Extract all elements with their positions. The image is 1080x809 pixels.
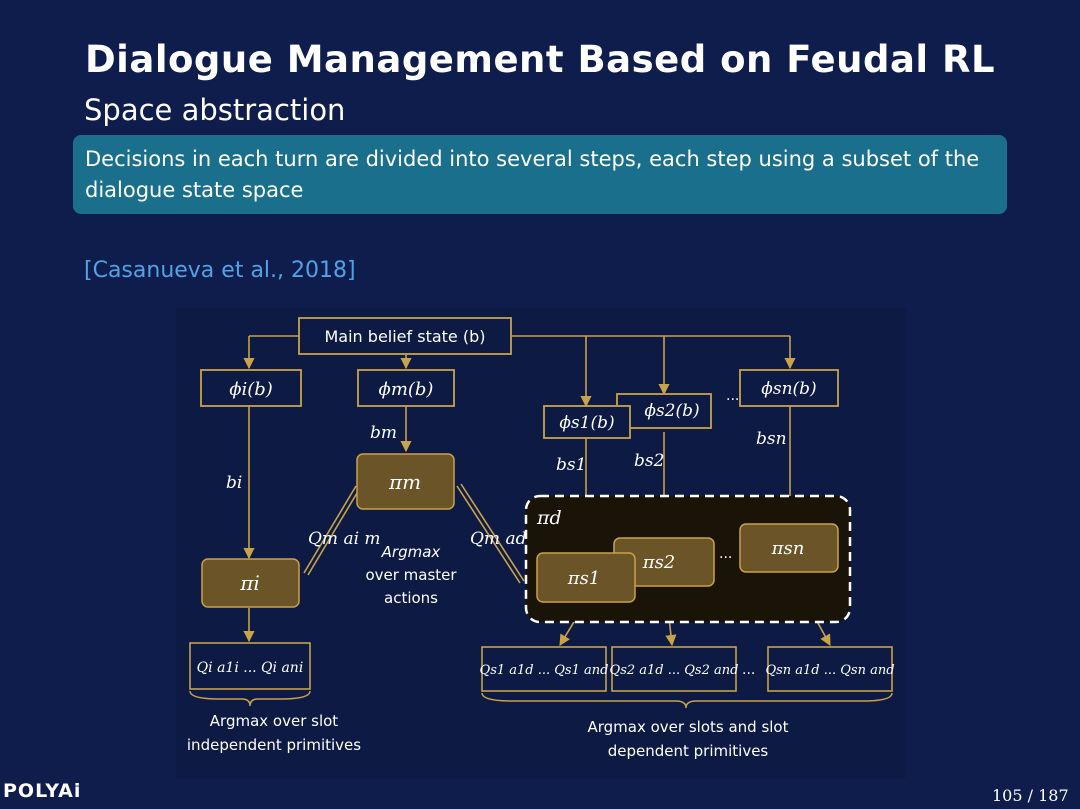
q-sn-label: Qsn a1d ... Qsn and — [765, 663, 894, 678]
main-belief-state: Main belief state (b) — [325, 327, 486, 346]
q-ellipsis: ... — [742, 662, 755, 678]
caption-left-line1: Argmax over slot — [210, 712, 339, 730]
pi-ellipsis: ... — [719, 546, 732, 562]
b-m-label: bm — [370, 423, 397, 443]
argmax-master-line1: Argmax — [381, 543, 441, 561]
b-s1-label: bs1 — [556, 455, 586, 475]
pi-d-label: πd — [536, 507, 562, 529]
slide-subtitle: Space abstraction — [84, 93, 346, 127]
q-s2-label: Qs2 a1d ... Qs2 and — [610, 663, 739, 678]
citation-link[interactable]: [Casanueva et al., 2018] — [84, 258, 356, 283]
phi-sn-label: ϕsn(b) — [761, 379, 816, 399]
feudal-rl-diagram: Main belief state (b) ϕi(b) ϕm(b) ϕs1(b)… — [176, 308, 906, 778]
pi-sn-label: πsn — [771, 538, 805, 559]
q-s1-label: Qs1 a1d ... Qs1 and — [480, 663, 609, 678]
argmax-master-line3: actions — [384, 589, 438, 607]
pi-s1-label: πs1 — [567, 568, 601, 589]
q-independent-label: Qi a1i ... Qi ani — [197, 660, 304, 676]
b-sn-label: bsn — [756, 429, 787, 449]
caption-right-line2: dependent primitives — [608, 742, 769, 760]
b-s2-label: bs2 — [634, 451, 664, 471]
phi-i-label: ϕi(b) — [229, 379, 273, 400]
q-master-i-label: Qm ai m — [308, 529, 381, 549]
argmax-master-line2: over master — [365, 566, 457, 584]
phi-s2-label: ϕs2(b) — [644, 401, 699, 421]
polyai-logo: POLYAi — [3, 780, 82, 802]
page-number: 105 / 187 — [992, 786, 1069, 805]
b-i-label: bi — [226, 473, 242, 493]
pi-s2-label: πs2 — [642, 552, 676, 573]
phi-s1-label: ϕs1(b) — [559, 413, 614, 433]
slide-title: Dialogue Management Based on Feudal RL — [84, 38, 996, 81]
phi-ellipsis: ... — [726, 388, 739, 404]
pi-m-label: πm — [388, 470, 421, 494]
pi-i-label: πi — [239, 571, 260, 595]
definition-block: Decisions in each turn are divided into … — [73, 135, 1007, 214]
caption-right-line1: Argmax over slots and slot — [587, 718, 788, 736]
phi-m-label: ϕm(b) — [379, 379, 434, 400]
caption-left-line2: independent primitives — [187, 736, 361, 754]
